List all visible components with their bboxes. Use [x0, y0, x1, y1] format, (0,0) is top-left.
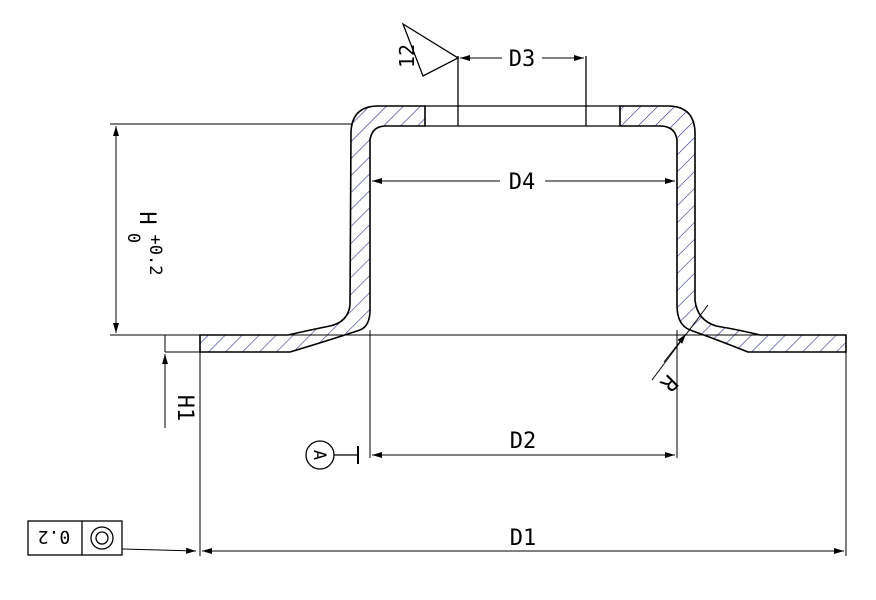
d2-label: D2 — [510, 429, 537, 454]
datum-a-symbol: A — [305, 440, 359, 470]
top-hole — [425, 56, 620, 127]
d3-label: D3 — [509, 47, 536, 72]
d4-label: D4 — [509, 170, 536, 195]
roughness-value: 12 — [395, 44, 419, 68]
datum-label: A — [309, 450, 329, 460]
concentricity-frame: 0.2 — [27, 520, 197, 556]
h1-label: H1 — [172, 395, 197, 422]
dimension-d1: D1 — [199, 352, 847, 556]
top-cap-right — [619, 105, 847, 353]
dimension-d3: D3 — [460, 47, 584, 72]
r-label: R — [655, 369, 683, 397]
d1-label: D1 — [510, 526, 537, 551]
dimension-d4: D4 — [372, 170, 675, 195]
h-tolerance-upper: +0.2 — [145, 235, 165, 276]
dimension-d2: D2 — [369, 330, 678, 458]
h-label: H — [134, 211, 159, 224]
surface-roughness-symbol: 12 — [395, 22, 460, 77]
top-cap-left — [199, 105, 426, 353]
h-tolerance-lower: 0 — [123, 233, 143, 243]
dimension-h: H +0.2 0 — [113, 126, 165, 333]
dimension-h1: H1 — [162, 335, 200, 428]
part-section — [199, 105, 847, 353]
concentricity-value: 0.2 — [38, 526, 71, 547]
